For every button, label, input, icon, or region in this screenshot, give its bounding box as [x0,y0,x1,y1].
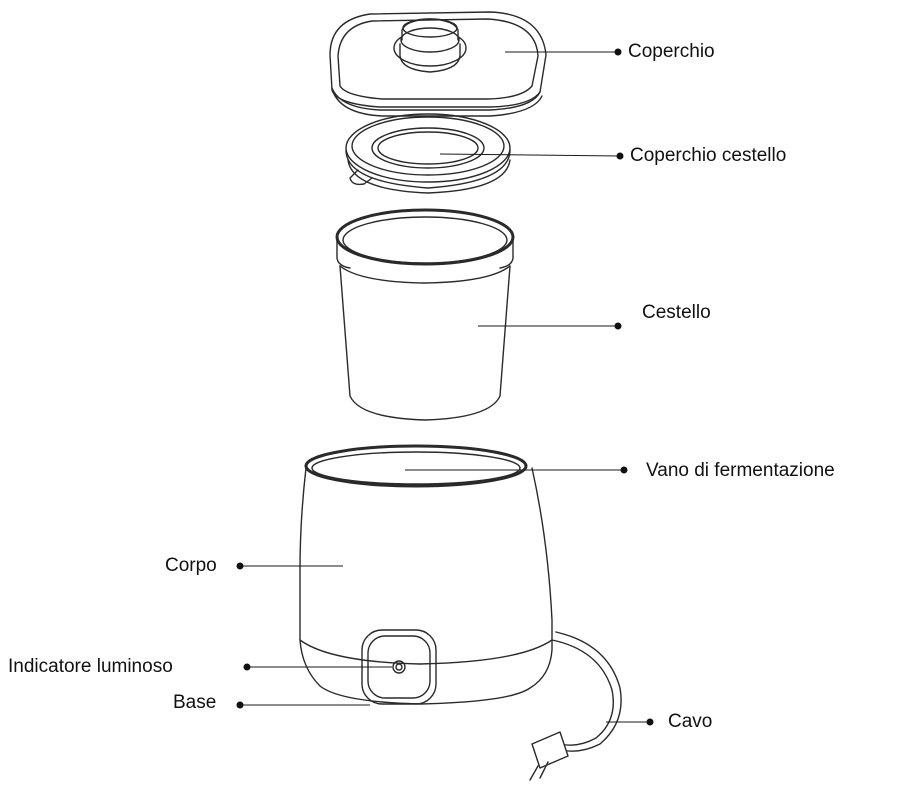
leader-coperchio-cestello [439,152,624,160]
body-drawing [299,444,553,705]
label-cavo: Cavo [668,711,713,732]
leader-base [236,701,370,709]
label-coperchio: Coperchio [628,41,715,62]
label-corpo: Corpo [165,555,217,576]
leader-vano [405,466,628,474]
label-indicatore-luminoso: Indicatore luminoso [8,656,173,677]
label-base: Base [173,692,217,713]
leader-indicatore [243,663,392,671]
lid-drawing [329,11,547,117]
cup-drawing [335,208,515,421]
leader-coperchio [505,48,622,56]
label-vano-di-fermentazione: Vano di fermentazione [646,460,835,481]
leader-cavo [606,718,654,726]
label-coperchio-cestello: Coperchio cestello [630,145,787,166]
label-cestello: Cestello [642,302,711,323]
cable-drawing [529,631,622,781]
leader-cestello [478,322,622,330]
leader-corpo [236,562,343,570]
cup-lid-drawing [345,113,511,194]
